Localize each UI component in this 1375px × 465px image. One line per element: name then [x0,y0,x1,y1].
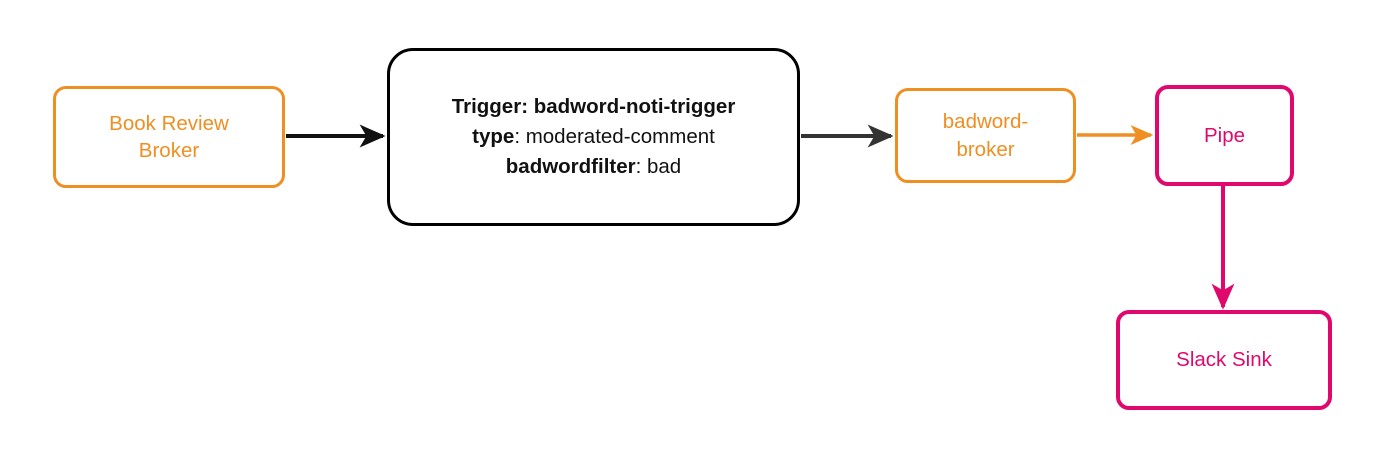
node-label-slack-sink: Slack Sink [1176,348,1272,372]
node-badword-broker[interactable]: badword- broker [895,88,1076,183]
trigger-line-badwordfilter-key: badwordfilter [505,154,636,178]
trigger-line-name: Trigger: badword-noti-trigger [452,92,736,122]
trigger-line-name-key: Trigger: [451,95,529,119]
trigger-line-badwordfilter: badwordfilter: bad [452,152,736,182]
trigger-line-type-value: : moderated-comment [514,125,715,149]
node-label-book-review-broker: Book Review Broker [109,111,229,162]
trigger-line-name-value: badword-noti-trigger [533,95,736,119]
node-label-pipe: Pipe [1203,123,1246,147]
trigger-detail-list: Trigger: badword-noti-trigger type: mode… [436,92,752,181]
node-trigger[interactable]: Trigger: badword-noti-trigger type: mode… [387,48,800,226]
node-label-badword-broker: badword- broker [942,110,1029,161]
trigger-line-badwordfilter-value: : bad [635,154,682,178]
node-slack-sink[interactable]: Slack Sink [1116,310,1332,410]
node-book-review-broker[interactable]: Book Review Broker [53,86,285,188]
node-pipe[interactable]: Pipe [1155,85,1294,186]
trigger-line-type-key: type [472,125,515,149]
trigger-line-type: type: moderated-comment [452,122,736,152]
